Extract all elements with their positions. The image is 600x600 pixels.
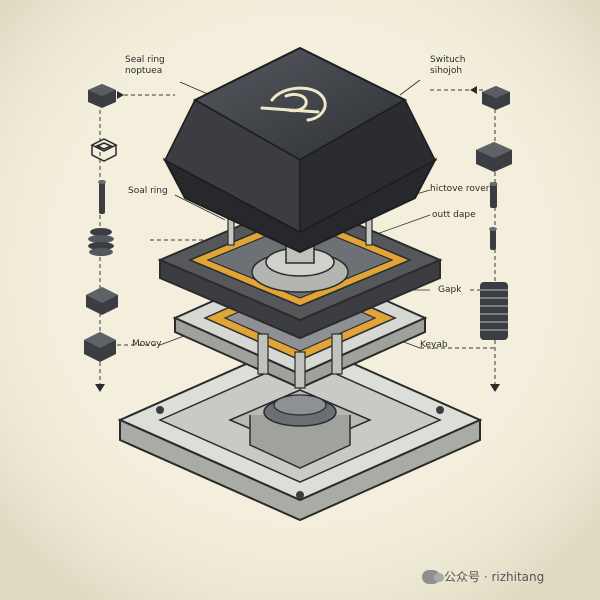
cap-piece-left-2 <box>86 287 118 315</box>
label-gap: Gapk <box>438 285 462 295</box>
left-parts <box>84 84 118 362</box>
watermark: 公众号 · rizhitang <box>422 568 544 585</box>
label-seal-ring-mid: Soal ring <box>128 186 168 196</box>
pin-left-1 <box>98 180 106 214</box>
base-plate <box>117 338 483 522</box>
watermark-text: 公众号 · rizhitang <box>444 570 545 584</box>
label-line-2: noptuea <box>125 66 163 76</box>
pin-right-2 <box>489 227 497 250</box>
cap-piece-left-1 <box>88 84 116 108</box>
label-line-1: Swituch <box>430 55 466 65</box>
spring-left <box>88 228 114 256</box>
label-line-1: Seal ring <box>125 55 165 65</box>
right-parts <box>476 86 512 340</box>
spring-right <box>480 282 508 340</box>
frame-piece-left <box>90 138 118 162</box>
cap-piece-right-1 <box>482 86 510 110</box>
arrow-down-left-icon <box>95 384 105 392</box>
pin-right-1 <box>489 182 498 208</box>
keycap <box>162 46 438 254</box>
label-movoy: Movoy <box>132 339 162 349</box>
cap-piece-left-3 <box>84 332 116 362</box>
label-keyab: Keyab <box>420 340 448 350</box>
keycap-logo-icon <box>260 86 327 122</box>
wechat-icon <box>422 569 444 584</box>
label-line-2: sihojoh <box>430 66 463 76</box>
label-outt-dape: outt dape <box>432 210 476 220</box>
label-seal-ring-top: Seal ring noptuea <box>125 55 165 77</box>
arrow-down-right-icon <box>490 384 500 392</box>
label-hictove-rover: hictove rover <box>430 184 490 194</box>
cap-piece-right-2 <box>476 142 512 172</box>
down-arrows <box>95 86 500 392</box>
label-switch-top: Swituch sihojoh <box>430 55 465 77</box>
